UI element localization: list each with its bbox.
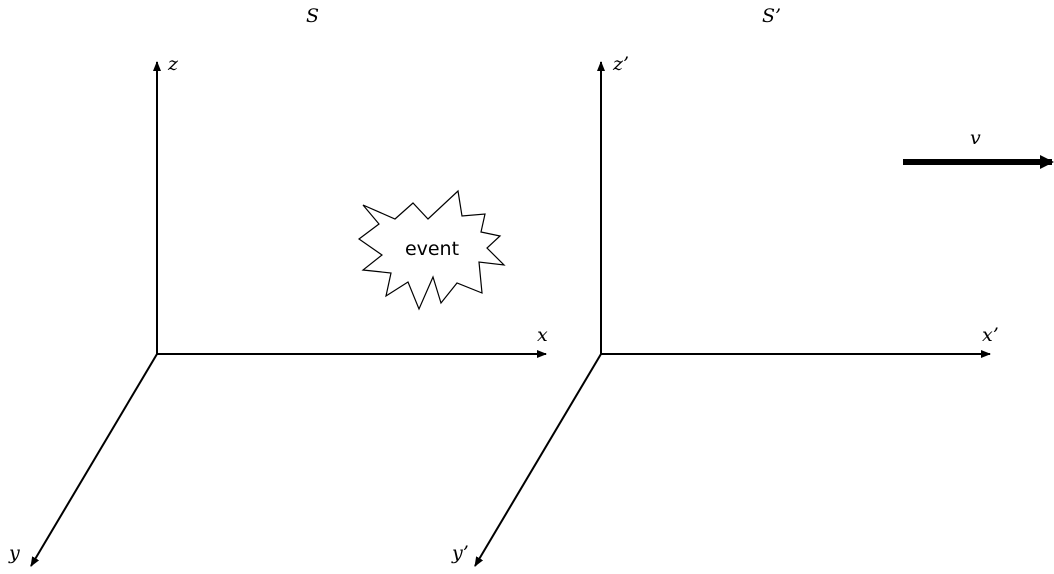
- frame-s-x-label: x: [537, 324, 548, 346]
- frame-s-z-label: z: [167, 53, 179, 75]
- frame-s-prime-y-label: y’: [451, 542, 469, 564]
- frame-s-prime-x-label: x’: [982, 324, 999, 346]
- event-burst: event: [357, 189, 506, 311]
- frame-s-prime-z-label: z’: [612, 53, 629, 75]
- frame-s-y-label: y: [8, 542, 20, 564]
- frame-s: S z x y: [8, 5, 548, 567]
- event-burst-shape: [357, 189, 506, 311]
- frame-s-y-axis: [30, 353, 158, 567]
- frame-s-prime-title: S’: [762, 5, 781, 27]
- frame-s-title: S: [306, 5, 319, 27]
- frame-s-prime: S’ z’ x’ y’: [451, 5, 999, 567]
- event-label: event: [405, 238, 459, 260]
- velocity-label: v: [970, 127, 981, 149]
- frame-s-prime-y-axis: [474, 353, 602, 567]
- velocity-indicator: v: [903, 127, 1054, 169]
